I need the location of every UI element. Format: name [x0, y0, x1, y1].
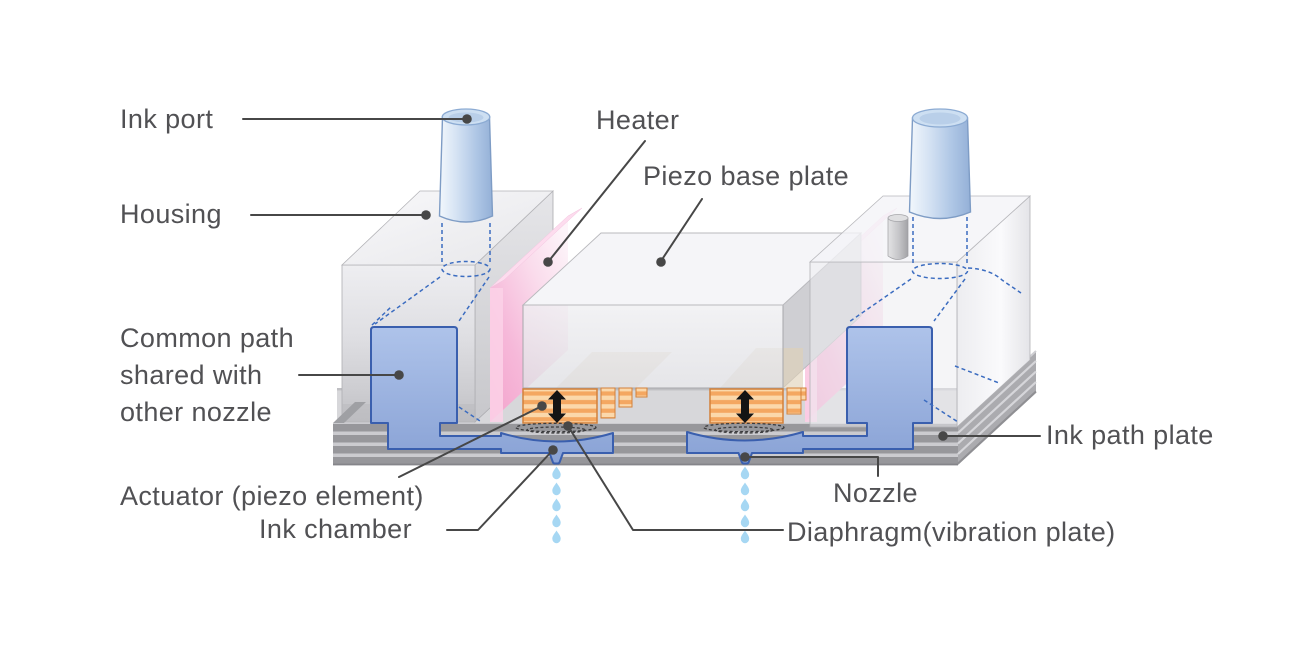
label-common-path: Common path shared with other nozzle: [120, 320, 294, 431]
label-common-path-line2: shared with: [120, 360, 263, 390]
heater-leader: [547, 140, 646, 263]
label-heater: Heater: [596, 105, 680, 135]
label-actuator: Actuator (piezo element): [120, 481, 424, 511]
vibration-arrow-right: [736, 390, 754, 423]
label-common-path-line3: other nozzle: [120, 397, 272, 427]
piezo-base-plate-front: [522, 304, 784, 389]
common-path-left: [370, 326, 614, 465]
hidden-path-right: [848, 217, 1022, 423]
label-ink-chamber: Ink chamber: [259, 514, 412, 544]
label-nozzle: Nozzle: [833, 478, 918, 508]
hidden-path-left: [371, 223, 491, 422]
ink-port-left: [438, 108, 494, 223]
piezo-base-plate-leader: [660, 198, 703, 262]
diaphragm-leader: [567, 425, 784, 531]
electrode-pin: [887, 214, 909, 260]
leader-dots: [394, 114, 948, 462]
ink-chamber-leader: [446, 449, 554, 531]
piezo-base-plate: [521, 232, 863, 389]
ink-port-right: [908, 108, 972, 220]
diaphragm-right: [703, 422, 785, 434]
diaphragm-left: [515, 422, 597, 434]
leader-lines: [242, 118, 1041, 531]
vibration-arrow-left: [548, 390, 566, 423]
common-path-right: [686, 326, 933, 465]
plate-corner-wedge: [333, 402, 366, 423]
actuator-leader: [398, 405, 543, 478]
ink-channel-right: [686, 326, 933, 465]
label-ink-port: Ink port: [120, 104, 214, 134]
label-diaphragm: Diaphragm(vibration plate): [787, 517, 1116, 547]
ink-drops-left: [552, 466, 561, 544]
right-housing-top: [808, 195, 1032, 263]
label-housing: Housing: [120, 199, 222, 229]
ink-channel-left: [370, 326, 614, 465]
label-piezo-base-plate: Piezo base plate: [643, 161, 850, 191]
label-common-path-line1: Common path: [120, 323, 294, 353]
nozzle-leader: [744, 456, 879, 477]
ink-drops-right: [740, 466, 750, 544]
label-ink-path-plate: Ink path plate: [1046, 420, 1214, 450]
